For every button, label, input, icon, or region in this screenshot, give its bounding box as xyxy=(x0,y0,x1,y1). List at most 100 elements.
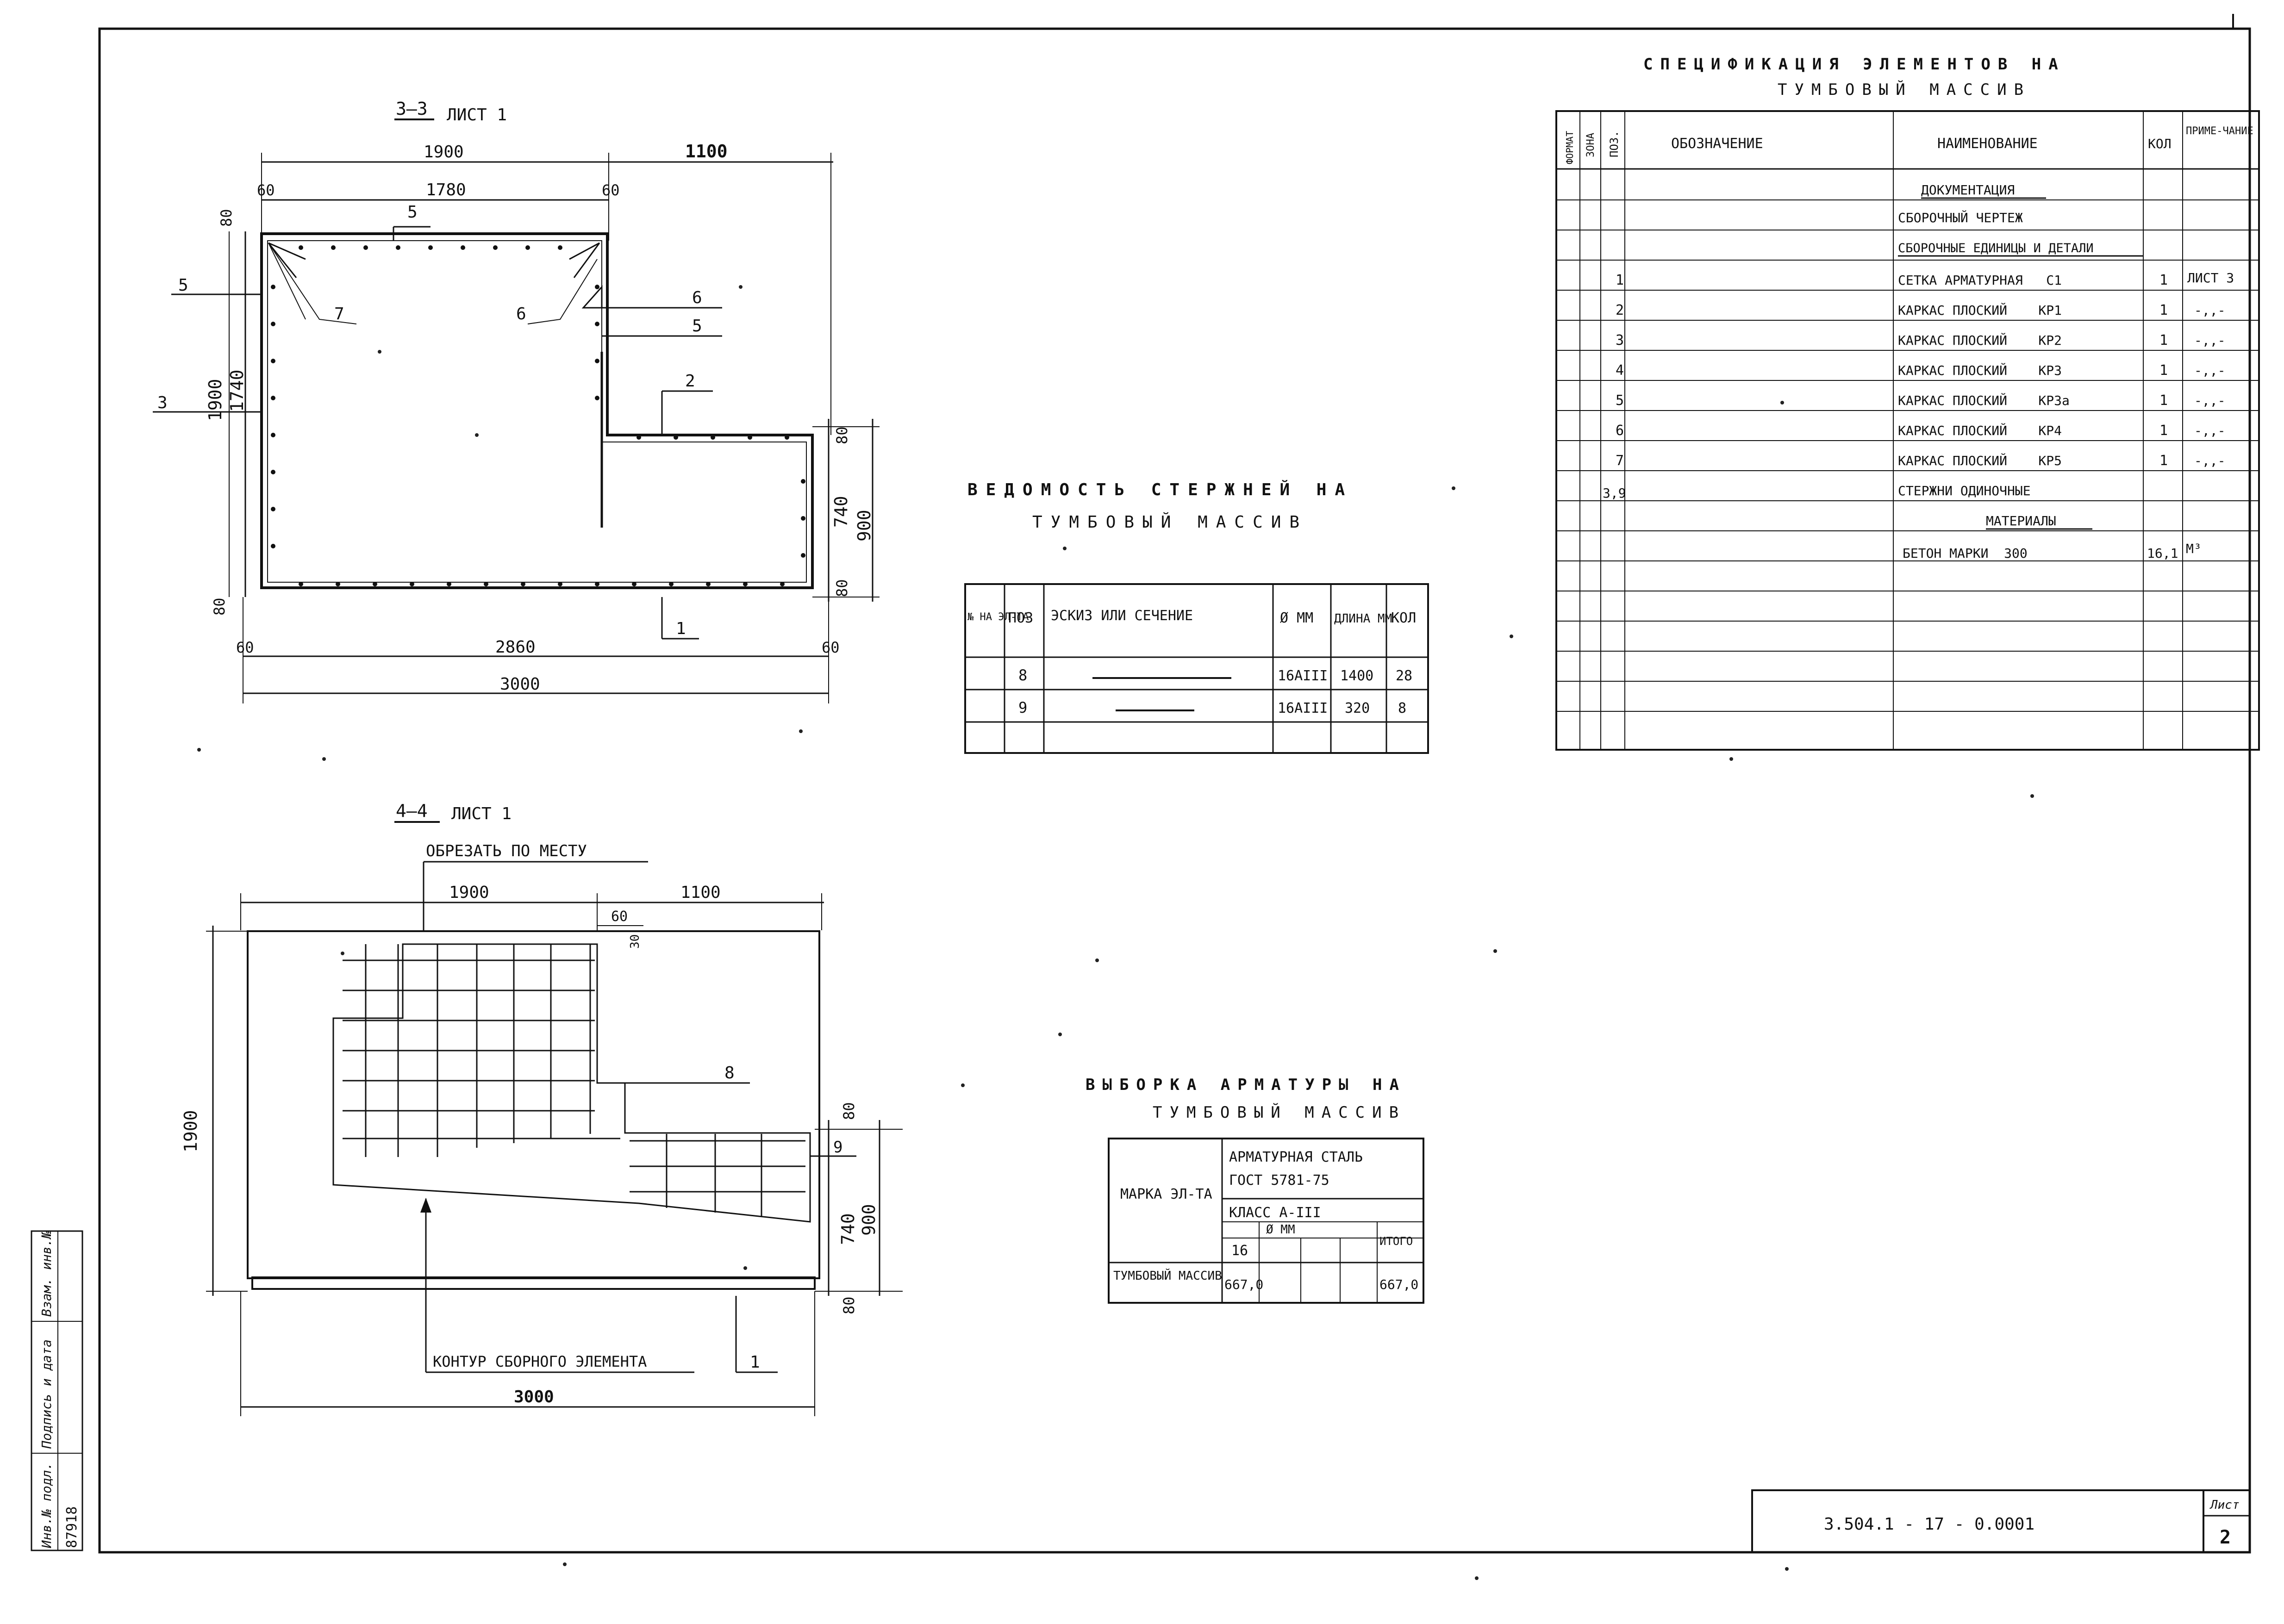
sheet-frame xyxy=(98,14,2251,1554)
dim-3-3-right-900: 900 xyxy=(854,510,874,541)
spec-row-9-qty: 1 xyxy=(2159,423,2168,439)
dim-3-3-bottom-60-right: 60 xyxy=(822,639,840,656)
rebar-row-value: 667,0 xyxy=(1224,1277,1263,1292)
dim-3-3-top-left: 1900 xyxy=(424,143,464,162)
rebar-total-header: ИТОГО xyxy=(1379,1235,1413,1248)
spec-row-6-poz: 3 xyxy=(1616,332,1624,348)
rebar-class: КЛАСС А-III xyxy=(1229,1205,1321,1221)
spec-row-8-name: КАРКАС ПЛОСКИЙ КР3а xyxy=(1898,392,2070,408)
side-inv-number: 87918 xyxy=(64,1506,80,1548)
rod-schedule-title-2: ТУМБОВЫЙ МАССИВ xyxy=(1032,512,1308,532)
spec-row-9-note: -,,- xyxy=(2194,423,2225,438)
dim-3-3-bottom-80: 80 xyxy=(211,597,228,616)
rod-schedule: ВЕДОМОСТЬ СТЕРЖНЕЙ НА ТУМБОВЫЙ МАССИВ № … xyxy=(964,480,1429,754)
callout-3-3-5b: 5 xyxy=(407,203,418,222)
spec-row-8-qty: 1 xyxy=(2159,392,2168,409)
callout-3-3-5a: 5 xyxy=(178,276,188,295)
side-inv2-label: Взам. инв.№ xyxy=(39,1231,54,1317)
callout-3-3-2: 2 xyxy=(685,372,695,391)
dim-4-4-r900: 900 xyxy=(859,1204,879,1236)
dim-4-4-r80-top: 80 xyxy=(840,1102,858,1120)
spec-row-4-qty: 1 xyxy=(2159,272,2168,288)
callout-4-4-1: 1 xyxy=(750,1353,760,1372)
spec-row-11-poz: 3,9 xyxy=(1603,485,1626,501)
spec-header-note: ПРИМЕ-ЧАНИЕ xyxy=(2186,125,2253,137)
scan-speckle xyxy=(197,285,2034,1580)
rod-header-dia: Ø ММ xyxy=(1280,610,1313,626)
dim-3-3-right-80-bot: 80 xyxy=(833,579,851,597)
rebar-row-total: 667,0 xyxy=(1379,1277,1418,1292)
section-4-4-label: 4–4 xyxy=(396,801,428,821)
callout-4-4-8: 8 xyxy=(724,1064,735,1083)
dim-3-3-height-outer: 1900 xyxy=(205,379,225,421)
side-sign-label: Подпись и дата xyxy=(39,1339,54,1449)
dim-3-3-height-inner: 1740 xyxy=(227,369,247,412)
dim-3-3-top-right: 1100 xyxy=(685,141,728,162)
callout-3-3-7: 7 xyxy=(334,305,344,324)
rod-row-2-qty: 8 xyxy=(1398,700,1406,716)
spec-row-4-note: ЛИСТ 3 xyxy=(2187,270,2234,286)
spec-row-4-poz: 1 xyxy=(1616,272,1624,288)
spec-row-7-poz: 4 xyxy=(1616,362,1624,379)
rod-row-1-poz: 8 xyxy=(1018,666,1027,684)
document-code: 3.504.1 - 17 - 0.0001 xyxy=(1824,1515,2034,1534)
spec-row-9-name: КАРКАС ПЛОСКИЙ КР4 xyxy=(1898,423,2062,438)
callout-3-3-6a: 6 xyxy=(516,305,526,324)
spec-row-7-note: -,,- xyxy=(2194,363,2225,378)
callout-3-3-3: 3 xyxy=(157,393,168,412)
rebar-title-2: ТУМБОВЫЙ МАССИВ xyxy=(1153,1103,1406,1122)
rod-header-element: № НА ЭЛ-ТА xyxy=(967,611,1029,623)
callout-3-3-6b: 6 xyxy=(692,288,702,307)
rebar-steel-line-1: АРМАТУРНАЯ СТАЛЬ xyxy=(1229,1149,1363,1165)
spec-row-6-note: -,,- xyxy=(2194,333,2225,348)
rebar-title-1: ВЫБОРКА АРМАТУРЫ НА xyxy=(1086,1076,1406,1094)
dim-4-4-left-height: 1900 xyxy=(181,1110,201,1152)
rod-row-1-dia: 16AIII xyxy=(1278,668,1328,684)
section-3-3-label: 3–3 xyxy=(396,99,428,119)
spec-row-6-name: КАРКАС ПЛОСКИЙ КР2 xyxy=(1898,332,2062,348)
spec-header-format: ФОРМАТ xyxy=(1564,131,1575,164)
title-stamp: 3.504.1 - 17 - 0.0001 Лист 2 xyxy=(1751,1489,2251,1553)
spec-row-3-name: СБОРОЧНЫЕ ЕДИНИЦЫ И ДЕТАЛИ xyxy=(1898,241,2094,255)
spec-row-2-name: СБОРОЧНЫЙ ЧЕРТЕЖ xyxy=(1898,210,2023,225)
spec-row-7-name: КАРКАС ПЛОСКИЙ КР3 xyxy=(1898,362,2062,378)
spec-row-5-note: -,,- xyxy=(2194,303,2225,318)
callout-3-3-5c: 5 xyxy=(692,317,702,336)
dim-3-3-top-80: 80 xyxy=(218,209,235,227)
dim-4-4-top-right: 1100 xyxy=(680,883,721,902)
spec-row-9-poz: 6 xyxy=(1616,423,1624,439)
spec-row-5-poz: 2 xyxy=(1616,302,1624,318)
dim-4-4-r740: 740 xyxy=(838,1213,858,1245)
specification: СПЕЦИФИКАЦИЯ ЭЛЕМЕНТОВ НА ТУМБОВЫЙ МАССИ… xyxy=(1555,55,2260,751)
spec-row-4-name: СЕТКА АРМАТУРНАЯ С1 xyxy=(1898,273,2062,288)
section-4-4: 4–4 ЛИСТ 1 ОБРЕЗАТЬ ПО МЕСТУ 1900 1100 6… xyxy=(181,801,903,1416)
spec-header-zone: ЗОНА xyxy=(1585,133,1597,157)
rebar-steel-line-2: ГОСТ 5781-75 xyxy=(1229,1172,1329,1188)
rebar-selection: ВЫБОРКА АРМАТУРЫ НА ТУМБОВЫЙ МАССИВ МАРК… xyxy=(1086,1076,1424,1304)
rod-header-qty: КОЛ xyxy=(1391,610,1416,626)
spec-row-6-qty: 1 xyxy=(2159,332,2168,348)
rod-header-poz: ПОЗ xyxy=(1008,610,1033,626)
spec-header-qty: КОЛ xyxy=(2148,136,2172,151)
rod-row-2-poz: 9 xyxy=(1018,699,1027,716)
spec-row-11-name: СТЕРЖНИ ОДИНОЧНЫЕ xyxy=(1898,483,2031,498)
side-inv-label: Инв.№ подл. xyxy=(39,1462,54,1549)
spec-row-10-note: -,,- xyxy=(2194,453,2225,468)
dim-4-4-small-30: 30 xyxy=(628,934,642,949)
dim-3-3-edge-b: 60 xyxy=(602,181,620,199)
section-4-4-sheet-ref: ЛИСТ 1 xyxy=(451,804,512,823)
spec-header-poz: ПОЗ. xyxy=(1608,131,1621,157)
spec-row-8-note: -,,- xyxy=(2194,393,2225,408)
dim-3-3-edge-a: 60 xyxy=(257,181,275,199)
spec-row-13-note: М³ xyxy=(2186,541,2202,556)
note-cut-in-place: ОБРЕЗАТЬ ПО МЕСТУ xyxy=(426,842,587,860)
spec-header-name: НАИМЕНОВАНИЕ xyxy=(1937,136,2038,152)
spec-row-5-qty: 1 xyxy=(2159,302,2168,318)
callout-4-4-9: 9 xyxy=(833,1138,842,1157)
rod-row-1-qty: 28 xyxy=(1396,668,1412,684)
section-3-3-sheet-ref: ЛИСТ 1 xyxy=(447,106,507,124)
rod-schedule-title-1: ВЕДОМОСТЬ СТЕРЖНЕЙ НА xyxy=(967,480,1353,499)
dim-4-4-r80-bot: 80 xyxy=(840,1296,858,1314)
spec-row-10-qty: 1 xyxy=(2159,453,2168,469)
